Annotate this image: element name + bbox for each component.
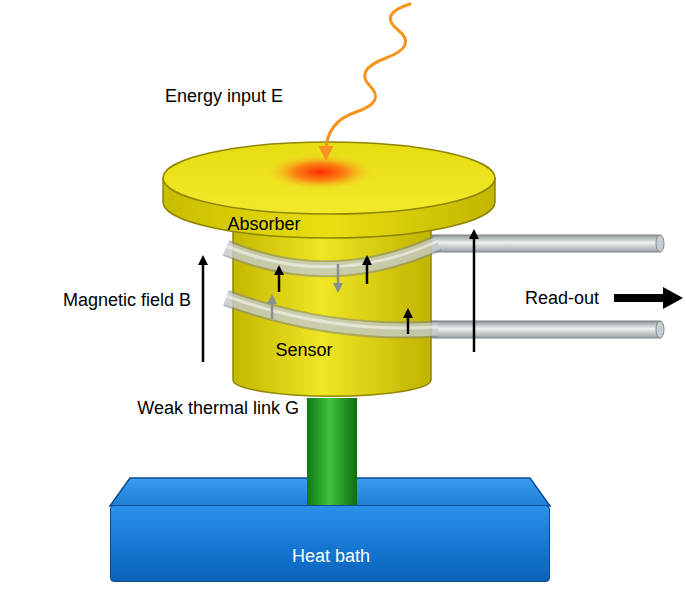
thermal-link-rod [307,398,357,505]
sensor-cylinder: Sensor [233,226,431,398]
absorber-disk: Absorber [163,140,497,240]
input-label: Energy input E [165,87,283,105]
readout-tubes [425,235,664,338]
absorber-disk-outline [163,140,497,240]
sensor-cylinder-outline [233,226,431,398]
part-name: Sensor [275,341,332,359]
heat-bath-block: Heat bath [110,505,550,582]
field-label: Magnetic field B [63,291,191,309]
output-label: Read-out [525,289,599,307]
part-name: Absorber [227,215,300,233]
field-arrow [473,234,476,352]
readout-arrow [614,287,683,309]
field-arrow [202,260,205,362]
part-name: Heat bath [292,547,370,565]
link-label: Weak thermal link G [137,399,299,417]
